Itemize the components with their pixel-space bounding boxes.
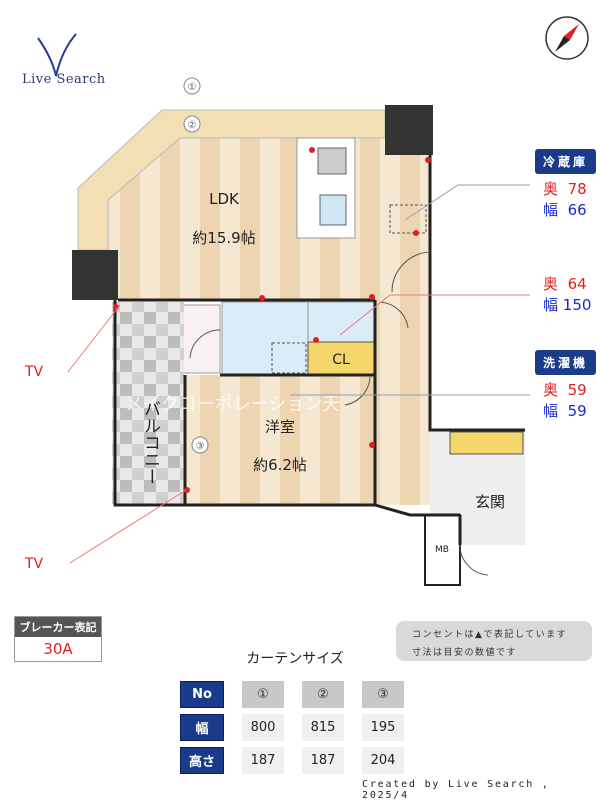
walls bbox=[113, 155, 525, 545]
entrance-label: 玄関 bbox=[475, 493, 505, 511]
western-room-label: 洋室 bbox=[265, 418, 295, 436]
breaker-box: ブレーカー表記 30A bbox=[14, 616, 102, 662]
space-width: 幅 150 bbox=[543, 294, 591, 315]
ldk-size: 約15.9帖 bbox=[192, 229, 255, 247]
cell: 815 bbox=[302, 714, 344, 741]
western-room-floor bbox=[185, 375, 375, 505]
width-label: 幅 bbox=[543, 296, 559, 314]
row-header: No bbox=[180, 681, 224, 708]
stove-icon bbox=[317, 147, 347, 175]
window-marker-3 bbox=[191, 436, 209, 454]
table-row: 高さ 187 187 204 bbox=[180, 747, 404, 774]
washer-depth: 奥 59 bbox=[543, 379, 587, 400]
breaker-value: 30A bbox=[43, 640, 73, 658]
logo-text: Live Search bbox=[22, 72, 106, 87]
window-marker-3-label: ③ bbox=[196, 441, 205, 452]
hallway-floor bbox=[375, 300, 430, 505]
western-room-size: 約6.2帖 bbox=[253, 456, 307, 474]
width-value: 150 bbox=[562, 296, 592, 314]
cell: 187 bbox=[302, 747, 344, 774]
pillar bbox=[72, 250, 118, 300]
leader-lines bbox=[67, 184, 530, 564]
depth-value: 78 bbox=[567, 180, 587, 198]
cell: ① bbox=[242, 681, 284, 708]
ldk-label: LDK bbox=[209, 190, 240, 208]
notes-box: コンセントは▲で表記しています 寸法は目安の数値です bbox=[396, 621, 592, 661]
washroom bbox=[221, 301, 309, 376]
cell: 800 bbox=[242, 714, 284, 741]
curtain-table: No ① ② ③ 幅 800 815 195 高さ 187 187 204 bbox=[162, 675, 422, 780]
logo-mark bbox=[37, 33, 77, 77]
table-row: 幅 800 815 195 bbox=[180, 714, 404, 741]
note-dimensions: 寸法は目安の数値です bbox=[412, 648, 518, 658]
washer-space bbox=[271, 342, 307, 374]
window-marker-2 bbox=[183, 115, 201, 133]
fridge-depth: 奥 78 bbox=[543, 178, 587, 199]
note-outlet: コンセントは▲で表記しています bbox=[412, 630, 568, 640]
tv-label: TV bbox=[24, 364, 44, 380]
window-marker-2-label: ② bbox=[188, 120, 197, 131]
balcony-label: バルコニー bbox=[140, 400, 160, 485]
outlet-markers bbox=[113, 147, 431, 493]
width-label: 幅 bbox=[543, 402, 559, 420]
depth-label: 奥 bbox=[543, 180, 559, 198]
depth-label: 奥 bbox=[543, 275, 559, 293]
space-depth: 奥 64 bbox=[543, 273, 587, 294]
depth-value: 59 bbox=[567, 381, 587, 399]
credit: Created by Live Search , 2025/4 bbox=[362, 779, 550, 801]
closet-label: CL bbox=[332, 352, 350, 368]
cell: 195 bbox=[362, 714, 404, 741]
fridge-width: 幅 66 bbox=[543, 199, 587, 220]
shoe-cabinet bbox=[449, 431, 524, 455]
curtain-title: カーテンサイズ bbox=[246, 651, 344, 667]
washer-width: 幅 59 bbox=[543, 400, 587, 421]
depth-label: 奥 bbox=[543, 381, 559, 399]
pillar bbox=[385, 105, 433, 155]
tv-label: TV bbox=[24, 556, 44, 572]
fridge-space bbox=[389, 204, 427, 234]
window-marker-1 bbox=[183, 77, 201, 95]
width-value: 66 bbox=[567, 201, 587, 219]
table-row: No ① ② ③ bbox=[180, 681, 404, 708]
depth-value: 64 bbox=[567, 275, 587, 293]
cell: ② bbox=[302, 681, 344, 708]
cell: 187 bbox=[242, 747, 284, 774]
row-header: 幅 bbox=[180, 714, 224, 741]
cell: 204 bbox=[362, 747, 404, 774]
compass-icon bbox=[545, 16, 589, 60]
watermark: メイクコーポレーション天 bbox=[125, 394, 340, 415]
fridge-badge: 冷蔵庫 bbox=[535, 149, 596, 174]
toilet bbox=[307, 301, 375, 343]
cell: ③ bbox=[362, 681, 404, 708]
meter-box-label: MB bbox=[435, 545, 449, 555]
width-value: 59 bbox=[567, 402, 587, 420]
width-label: 幅 bbox=[543, 201, 559, 219]
row-header: 高さ bbox=[180, 747, 224, 774]
sink-icon bbox=[319, 194, 347, 226]
washer-badge: 洗濯機 bbox=[535, 350, 596, 375]
window-marker-1-label: ① bbox=[188, 82, 197, 93]
balcony bbox=[112, 302, 184, 504]
breaker-title: ブレーカー表記 bbox=[15, 617, 101, 637]
